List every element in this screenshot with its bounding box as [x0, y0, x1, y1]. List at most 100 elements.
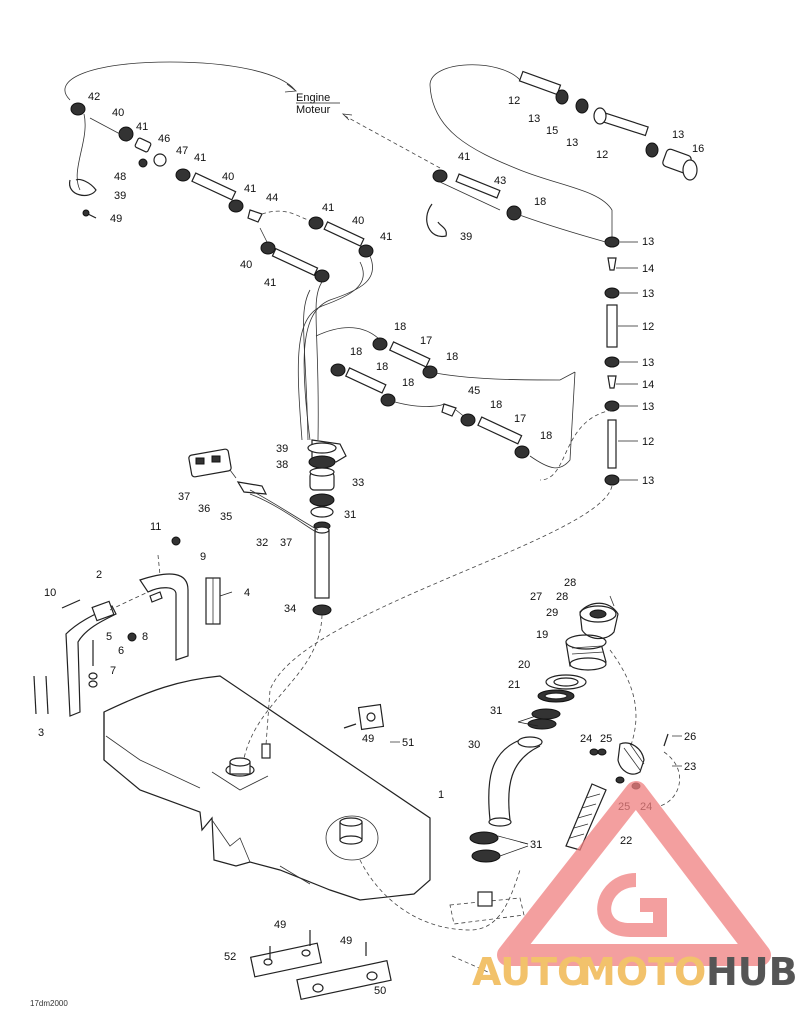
callout: 6	[118, 645, 124, 657]
automotohub-logo	[497, 781, 771, 966]
watermark-word-moto: MOTO	[578, 950, 706, 994]
callout: 13	[642, 236, 654, 248]
callout: 52	[224, 951, 236, 963]
engine-label-line1: Engine	[296, 92, 330, 104]
callout: 32	[256, 537, 268, 549]
callout: 31	[344, 509, 356, 521]
callout: 17	[514, 413, 526, 425]
callout: 13	[642, 475, 654, 487]
callout: 3	[38, 727, 44, 739]
callout: 2	[96, 569, 102, 581]
callout: 7	[110, 665, 116, 677]
callout: 19	[536, 629, 548, 641]
callout: 12	[508, 95, 520, 107]
callout: 18	[490, 399, 502, 411]
callout: 5	[106, 631, 112, 643]
callout: 18	[376, 361, 388, 373]
callout: 13	[672, 129, 684, 141]
callout: 41	[244, 183, 256, 195]
watermark-word-auto: AUTO	[472, 950, 589, 994]
callout: 39	[460, 231, 472, 243]
callout: 49	[274, 919, 286, 931]
callout: 18	[350, 346, 362, 358]
callout: 49	[110, 213, 122, 225]
callout: 41	[458, 151, 470, 163]
callout: 41	[322, 202, 334, 214]
engine-label-line2: Moteur	[296, 104, 331, 116]
callout: 36	[198, 503, 210, 515]
callout: 18	[394, 321, 406, 333]
callout: 40	[352, 215, 364, 227]
callout: 18	[446, 351, 458, 363]
drawing-code: 17dm2000	[30, 999, 68, 1008]
callout: 47	[176, 145, 188, 157]
leader-lines	[219, 241, 682, 857]
callout: 27	[530, 591, 542, 603]
callout: 42	[88, 91, 100, 103]
callout: 46	[158, 133, 170, 145]
line-art	[33, 61, 698, 1001]
callout: 12	[642, 321, 654, 333]
callout: 25	[600, 733, 612, 745]
callout: 21	[508, 679, 520, 691]
callout: 45	[468, 385, 480, 397]
callout: 28	[564, 577, 576, 589]
callout: 20	[518, 659, 530, 671]
callout: 37	[280, 537, 292, 549]
callout: 50	[374, 985, 386, 997]
callout: 37	[178, 491, 190, 503]
callout: 31	[530, 839, 542, 851]
callout: 18	[402, 377, 414, 389]
callout: 10	[44, 587, 56, 599]
callout: 1	[438, 789, 444, 801]
callout: 4	[244, 587, 250, 599]
callout: 33	[352, 477, 364, 489]
callout: 40	[112, 107, 124, 119]
callout: 12	[642, 436, 654, 448]
callout: 18	[540, 430, 552, 442]
callout: 41	[380, 231, 392, 243]
callout: 13	[642, 288, 654, 300]
callout: 16	[692, 143, 704, 155]
callout: 34	[284, 603, 296, 615]
callout: 38	[276, 459, 288, 471]
callout: 17	[420, 335, 432, 347]
callout: 44	[266, 192, 278, 204]
callout: 13	[528, 113, 540, 125]
callout: 13	[642, 357, 654, 369]
callout: 9	[200, 551, 206, 563]
callout: 30	[468, 739, 480, 751]
callout: 49	[362, 733, 374, 745]
callout: 35	[220, 511, 232, 523]
watermark-word-hub: HUB	[706, 950, 798, 994]
callout: 12	[596, 149, 608, 161]
automotohub-wordmark: AUTO MOTO HUB	[472, 950, 798, 994]
callout: 14	[642, 379, 654, 391]
callout: 23	[684, 761, 696, 773]
callout: 13	[642, 401, 654, 413]
callout: 31	[490, 705, 502, 717]
callout: 39	[276, 443, 288, 455]
callout: 18	[534, 196, 546, 208]
callout: 14	[642, 263, 654, 275]
callout: 8	[142, 631, 148, 643]
callout: 26	[684, 731, 696, 743]
callout: 40	[222, 171, 234, 183]
callout: 48	[114, 171, 126, 183]
callout: 40	[240, 259, 252, 271]
callout: 29	[546, 607, 558, 619]
callout: 22	[620, 835, 632, 847]
callout: 43	[494, 175, 506, 187]
callout: 51	[402, 737, 414, 749]
callout: 15	[546, 125, 558, 137]
callout: 28	[556, 591, 568, 603]
callout: 13	[566, 137, 578, 149]
callout: 41	[194, 152, 206, 164]
callout: 41	[136, 121, 148, 133]
callout: 24	[580, 733, 592, 745]
callout: 41	[264, 277, 276, 289]
callouts: 42 40 41 46 47 48 39 49 41 40 41 44 41 4…	[38, 91, 704, 997]
callout: 11	[150, 521, 161, 533]
callout: 39	[114, 190, 126, 202]
